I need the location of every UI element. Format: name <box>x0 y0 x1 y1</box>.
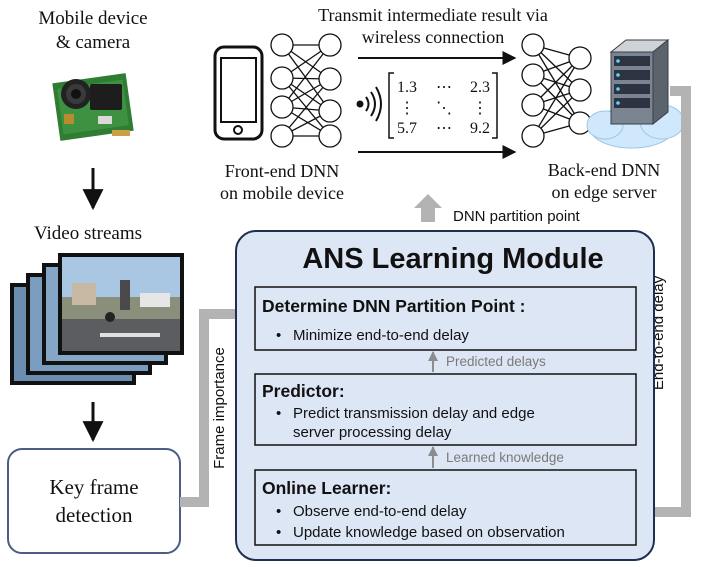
predictor-title: Predictor: <box>262 381 345 401</box>
matrix-top-right: 2.3 <box>470 79 490 96</box>
key-frame-detection-box <box>7 448 181 554</box>
video-frames-image <box>10 253 184 385</box>
video-streams-label: Video streams <box>34 223 142 244</box>
wifi-signal-icon <box>356 86 382 122</box>
matrix-bottom-dots: ⋯ <box>436 120 452 137</box>
matrix-top-dots: ⋯ <box>436 79 452 96</box>
front-end-label-line2: on mobile device <box>220 183 344 203</box>
predictor-bullet-mark: • <box>276 405 281 422</box>
determine-box <box>254 286 637 351</box>
transmit-label-line2: wireless connection <box>362 27 504 47</box>
online-learner-bullet-mark-1: • <box>276 503 281 520</box>
determine-bullet-1: Minimize end-to-end delay <box>293 327 469 344</box>
server-icon <box>609 38 670 126</box>
key-frame-line1: Key frame <box>49 475 138 499</box>
online-learner-bullet-2: Update knowledge based on observation <box>293 524 565 541</box>
online-learner-box <box>254 469 637 546</box>
back-end-label-line2: on edge server <box>552 182 657 202</box>
matrix-bottom-left: 5.7 <box>397 120 417 137</box>
device-label-line2: & camera <box>56 32 131 53</box>
back-end-network <box>521 33 592 148</box>
front-end-label-line1: Front-end DNN <box>225 161 340 181</box>
back-end-label-line1: Back-end DNN <box>548 160 660 180</box>
frame-importance-label: Frame importance <box>211 347 228 469</box>
module-title: ANS Learning Module <box>302 243 603 275</box>
transmit-label-line1: Transmit intermediate result via <box>318 5 548 25</box>
frame-importance-arrow <box>180 309 246 507</box>
matrix-bottom-right: 9.2 <box>470 120 490 137</box>
matrix-top-left: 1.3 <box>397 79 417 96</box>
online-learner-bullet-1: Observe end-to-end delay <box>293 503 467 520</box>
matrix-mid-right: ⋮ <box>472 100 488 117</box>
camera-board-icon <box>52 73 134 141</box>
predictor-box <box>254 373 637 446</box>
key-frame-line2: detection <box>56 503 133 527</box>
matrix-mid-left: ⋮ <box>399 100 415 117</box>
learned-knowledge-label: Learned knowledge <box>446 450 564 465</box>
front-end-network <box>270 33 342 148</box>
partition-point-label: DNN partition point <box>453 208 581 225</box>
online-learner-bullet-mark-2: • <box>276 524 281 541</box>
device-label-line1: Mobile device <box>38 8 147 29</box>
intermediate-matrix: 1.3 ⋯ 2.3 ⋮ ⋱ ⋮ 5.7 ⋯ 9.2 <box>388 72 498 139</box>
predictor-bullet-1-cont: server processing delay <box>293 424 452 441</box>
partition-point-arrow <box>414 194 442 222</box>
predictor-bullet-1: Predict transmission delay and edge <box>293 405 535 422</box>
determine-title: Determine DNN Partition Point : <box>262 296 526 316</box>
smartphone-icon <box>213 45 264 141</box>
determine-bullet-mark: • <box>276 327 281 344</box>
predicted-delays-label: Predicted delays <box>446 354 546 369</box>
end-to-end-delay-arrow <box>648 86 691 517</box>
online-learner-title: Online Learner: <box>262 478 391 498</box>
matrix-mid-center: ⋱ <box>436 100 452 117</box>
